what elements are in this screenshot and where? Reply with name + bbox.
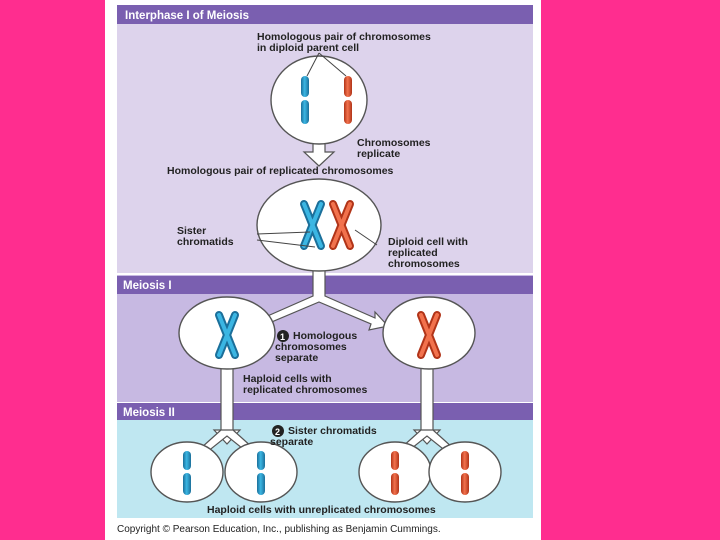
haploid-cell-1 xyxy=(150,441,224,503)
diagram-slide: Interphase I of Meiosis Meiosis I Meiosi… xyxy=(105,0,541,540)
step1-number: 1 xyxy=(280,332,285,342)
haploid-cell-2 xyxy=(224,441,298,503)
label-step2-1: Sister chromatids xyxy=(288,425,377,437)
meiosis2-header xyxy=(117,403,533,420)
replicated-diploid-cell xyxy=(256,178,382,272)
label-haploid-rep-2: replicated chromosomes xyxy=(243,384,367,396)
step1-badge xyxy=(277,330,289,342)
replicated-chromosomes xyxy=(215,200,441,359)
cells xyxy=(150,55,502,503)
step2-badge xyxy=(272,425,284,437)
copyright: Copyright © Pearson Education, Inc., pub… xyxy=(117,524,441,535)
unreplicated-chromosomes xyxy=(183,451,469,495)
interphase-title: Interphase I of Meiosis xyxy=(125,10,249,22)
label-step2-2: separate xyxy=(270,436,313,448)
meiosis2-title: Meiosis II xyxy=(123,407,175,419)
label-homologous-pair-1: Homologous pair of chromosomes xyxy=(257,31,431,43)
label-replicate-2: replicate xyxy=(357,148,400,160)
label-diploid-1: Diploid cell with xyxy=(388,236,468,248)
meiosis1-title: Meiosis I xyxy=(123,280,172,292)
step2-number: 2 xyxy=(275,427,280,437)
label-diploid-3: chromosomes xyxy=(388,258,460,270)
pointer-lines xyxy=(256,52,378,248)
parent-cell xyxy=(270,55,368,145)
label-homologous-pair-2: in diploid parent cell xyxy=(257,42,359,54)
label-sister-1: Sister xyxy=(177,225,206,237)
label-step1-3: separate xyxy=(275,352,318,364)
meiosis-diagram: Interphase I of Meiosis Meiosis I Meiosi… xyxy=(117,5,533,535)
interphase-header xyxy=(117,5,533,24)
label-sister-2: chromatids xyxy=(177,236,234,248)
label-haploid-unrep: Haploid cells with unreplicated chromoso… xyxy=(207,504,436,516)
label-haploid-rep-1: Haploid cells with xyxy=(243,373,332,385)
label-step1-2: chromosomes xyxy=(275,341,347,353)
label-step1-1: Homologous xyxy=(293,330,357,342)
label-diploid-2: replicated xyxy=(388,247,438,259)
haploid-cell-4 xyxy=(428,441,502,503)
label-replicated-pair: Homologous pair of replicated chromosome… xyxy=(167,165,394,177)
parent-chromosomes xyxy=(301,76,352,124)
label-replicate-1: Chromosomes xyxy=(357,137,431,149)
